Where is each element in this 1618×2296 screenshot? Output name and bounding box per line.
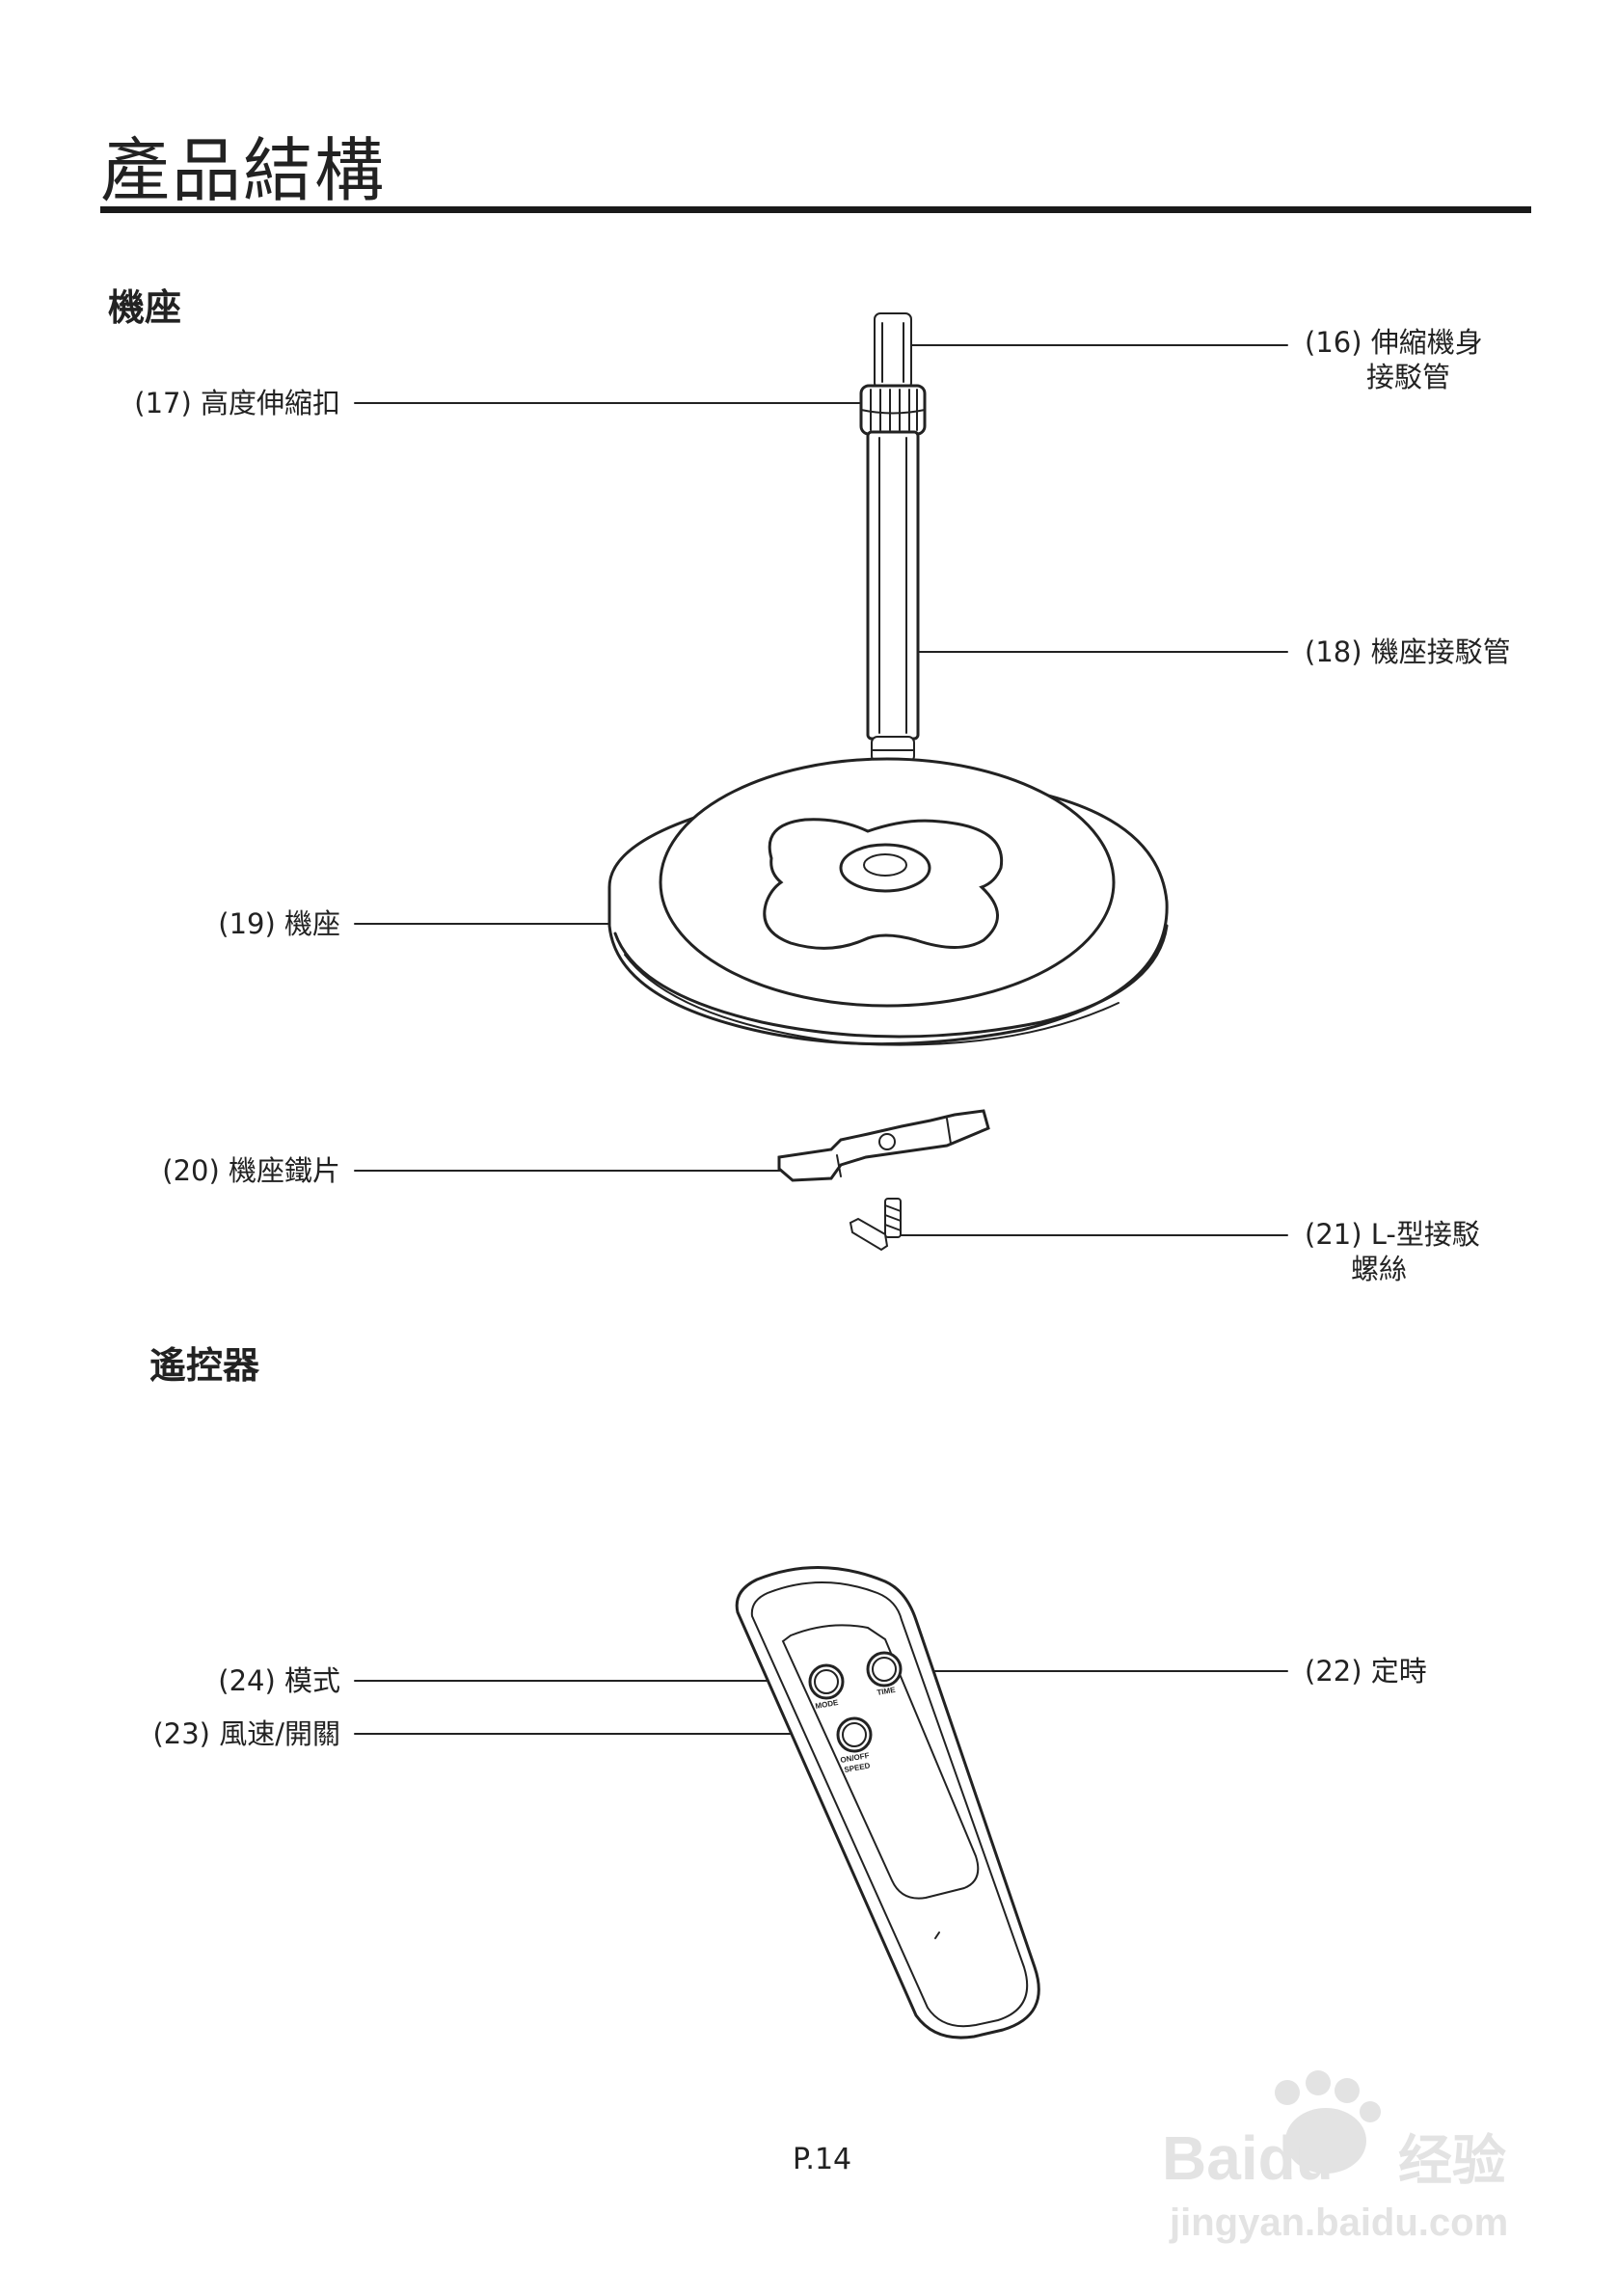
callout-16: (16) 伸縮機身 接駁管 [1305,325,1483,394]
watermark-brand-cn: 经验 [1398,2130,1506,2193]
callout-24: (24) 模式 [218,1664,340,1697]
section-heading-base: 機座 [108,286,182,329]
base-iron-plate [777,1109,990,1182]
button-label-mode: MODE [815,1698,840,1711]
telescopic-body-connector-tube [874,312,912,390]
page-title: 產品結構 [100,130,387,211]
callout-16-line2: 接駁管 [1366,361,1451,393]
callout-21: (21) L-型接駁 螺絲 [1305,1217,1480,1286]
baidu-watermark-logo: Baidu 经验 jingyan.baidu.com [1162,2070,1508,2244]
callout-19: (19) 機座 [218,907,340,940]
fan-base-disc [607,757,1169,1046]
page-number: P.14 [793,2143,852,2176]
callout-17: (17) 高度伸縮扣 [134,387,340,419]
button-label-time: TIME [876,1686,897,1697]
remote-control [735,1566,1040,2039]
callout-16-line1: (16) 伸縮機身 [1305,326,1483,359]
watermark-url: jingyan.baidu.com [1169,2201,1508,2244]
callout-22: (22) 定時 [1305,1655,1427,1688]
section-heading-remote: 遙控器 [149,1344,260,1387]
base-connector-tube [866,430,920,763]
callout-23: (23) 風速/開關 [152,1717,340,1750]
callout-20: (20) 機座鐵片 [162,1154,340,1187]
l-type-connecting-screw [849,1198,902,1252]
title-divider [100,206,1531,213]
callout-21-line1: (21) L-型接駁 [1305,1218,1480,1251]
watermark-brand: Baidu [1162,2123,1334,2193]
paw-icon [1275,2070,1381,2174]
callout-21-line2: 螺絲 [1351,1253,1408,1285]
height-adjust-collar [859,384,927,436]
callout-18: (18) 機座接駁管 [1305,635,1511,668]
